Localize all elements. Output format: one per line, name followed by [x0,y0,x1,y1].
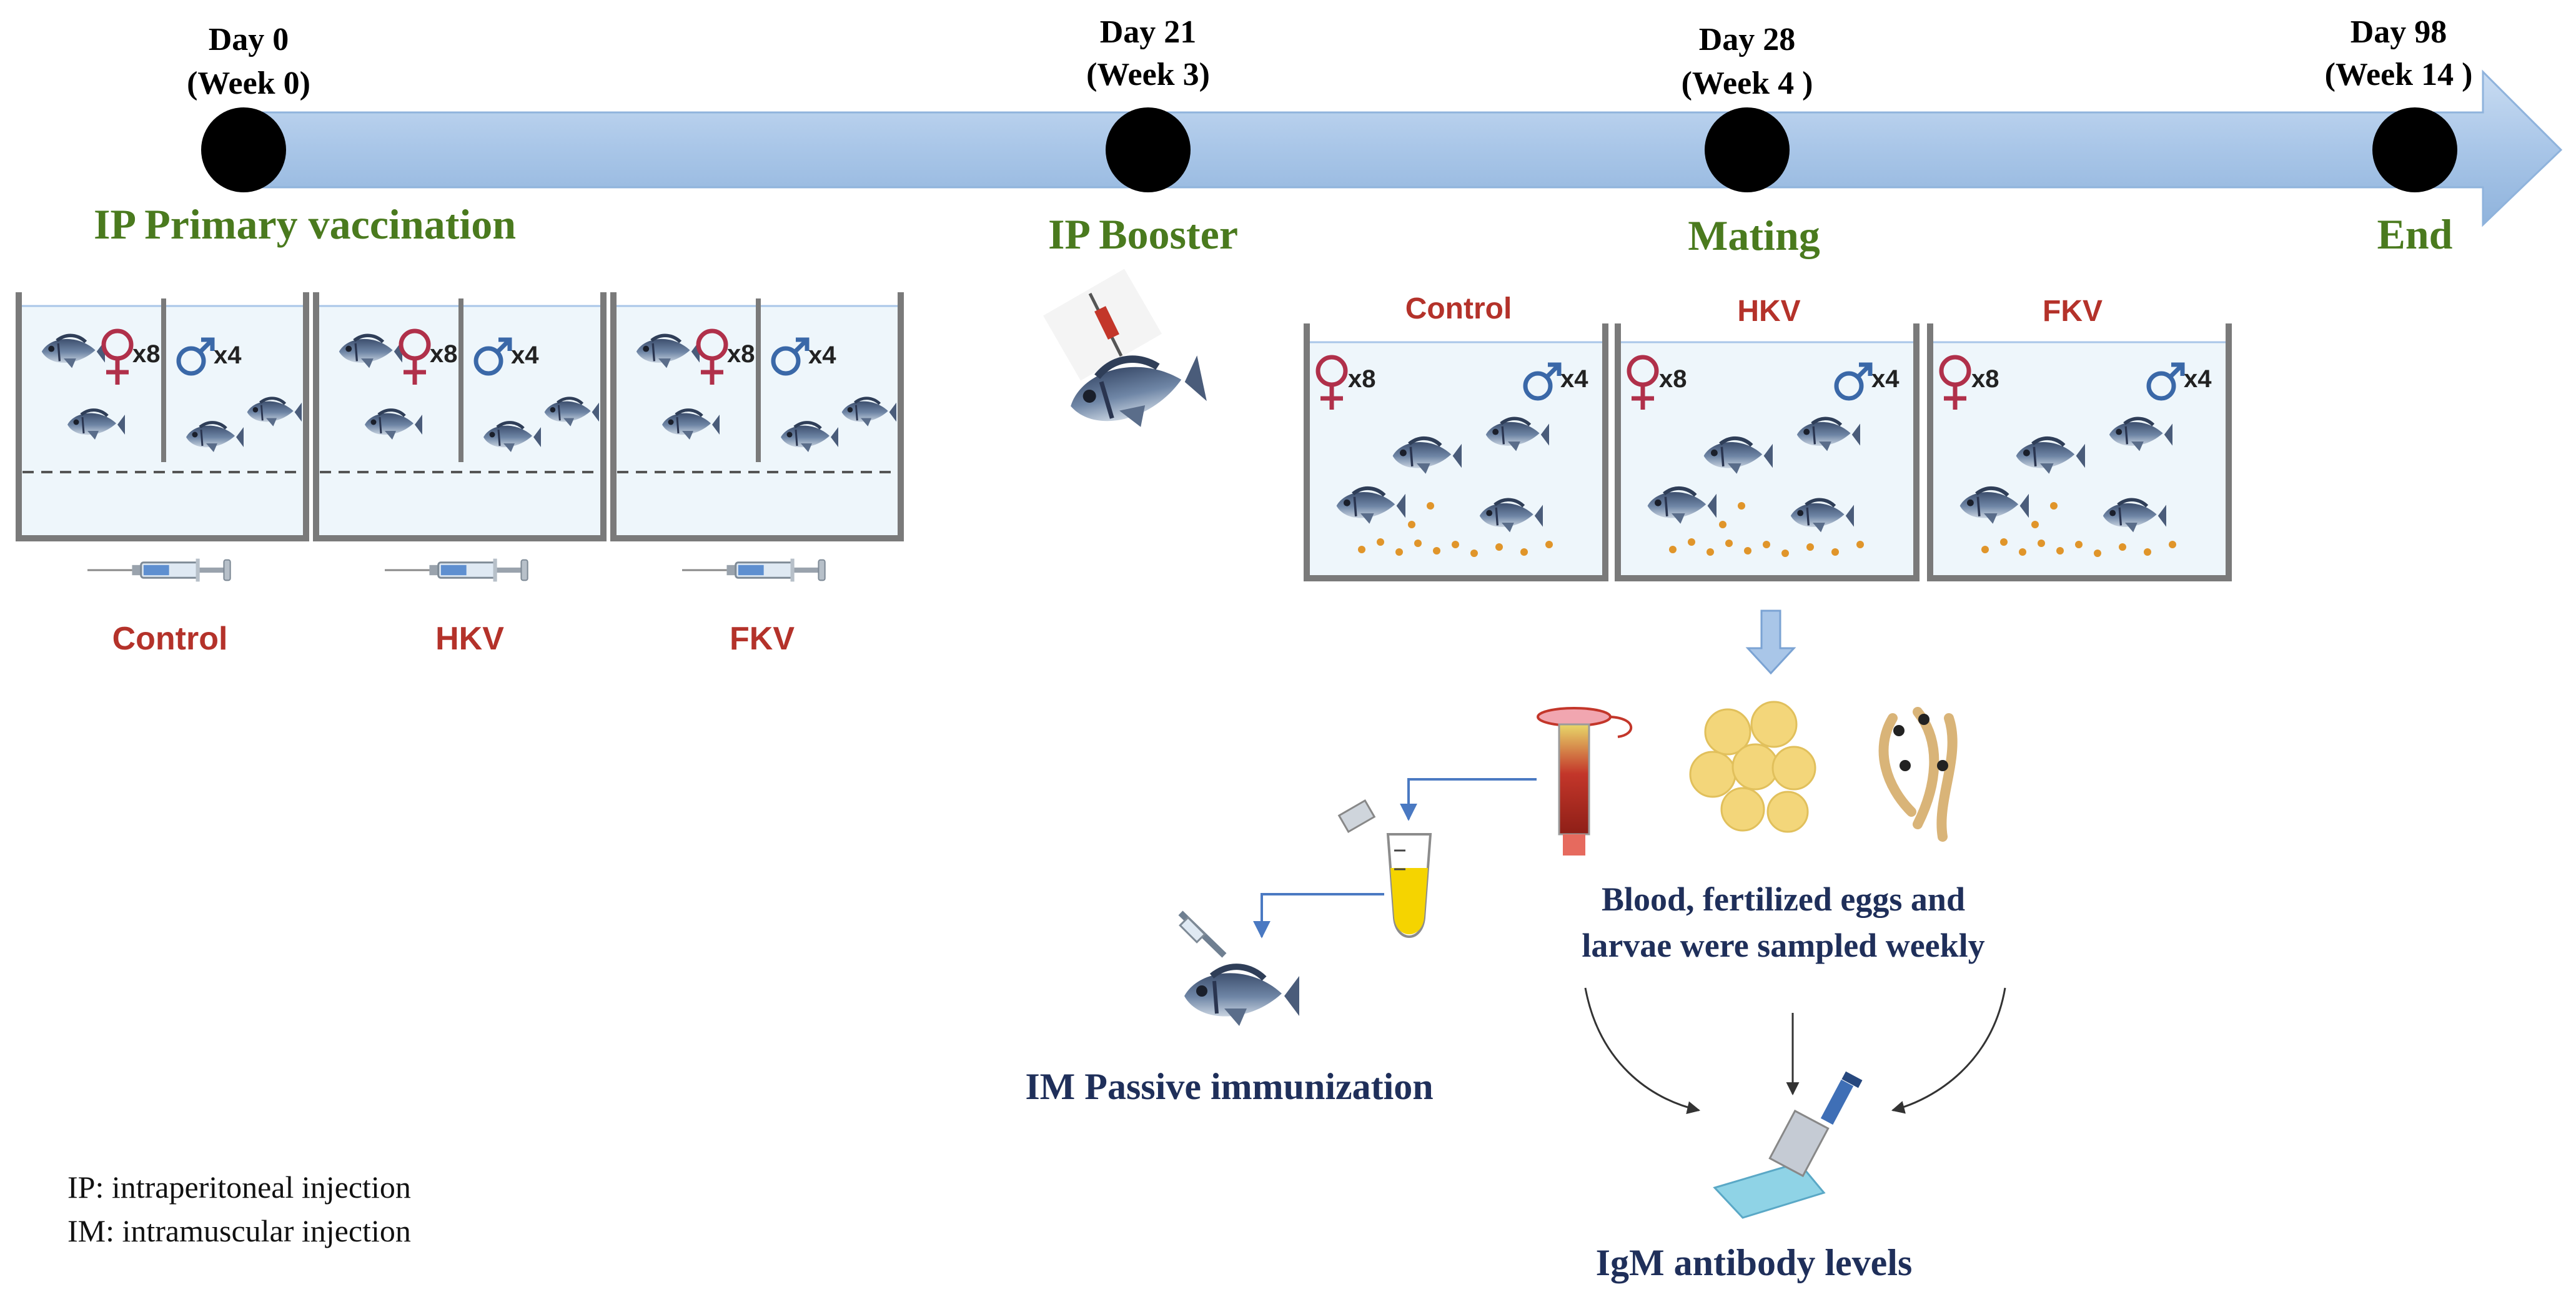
elisa-plate-pipette-icon [1713,1071,1863,1219]
blood-tube-icon [1537,707,1632,856]
igm-antibody-levels-label: IgM antibody levels [1596,1242,1913,1283]
flow-arrow [1253,893,1384,939]
event-label-primary-vaccination: IP Primary vaccination [94,200,516,248]
mating-tank-control [1304,323,1608,581]
legend-im: IM: intramuscular injection [67,1213,411,1248]
event-label-end: End [2377,210,2453,258]
milestone-dot-day28 [1705,107,1790,192]
milestone-dot-day21 [1106,107,1191,192]
flow-arrow [1891,987,2006,1114]
passive-immunization-flow: IM Passive immunization [1025,778,1537,1107]
milestone-day: Day 28 [1699,22,1796,57]
female-count: x8 [430,340,458,368]
fertilized-eggs-icon [1689,701,1816,833]
event-label-mating: Mating [1688,212,1820,259]
mating-group-label-control: Control [1405,292,1512,325]
down-arrow-icon [1745,609,1796,675]
male-count: x4 [2184,365,2212,393]
milestone-week: (Week 14 ) [2325,57,2473,92]
male-count: x4 [1560,365,1588,393]
sampling-caption-line1: Blood, fertilized eggs and [1602,880,1965,918]
female-symbol-icon [1315,355,1971,410]
sampling-caption-line2: larvae were sampled weekly [1582,927,1984,964]
syringe-icon [87,559,230,582]
sample-illustrations: Blood, fertilized eggs and larvae were s… [1537,701,1985,964]
mating-group-label-hkv: HKV [1737,295,1800,328]
igm-result: IgM antibody levels [1584,987,2006,1283]
group-label-control: Control [112,621,228,657]
male-count: x4 [511,342,539,369]
syringe-icon [385,559,528,582]
flow-arrow [1400,778,1537,821]
female-count: x8 [1348,365,1376,393]
milestone-day: Day 98 [2351,14,2447,50]
group-label-hkv: HKV [435,621,504,657]
serum-tube-icon [1337,799,1432,938]
legend-ip: IP: intraperitoneal injection [67,1170,411,1205]
syringe-icon [682,559,825,582]
abbreviation-legend: IP: intraperitoneal injection IM: intram… [67,1170,411,1248]
vaccination-tanks: x8 x4 x8 x4 x8 x4 Control HKV FKV [16,292,904,657]
female-count: x8 [1971,365,1999,393]
milestone-week: (Week 4 ) [1682,66,1813,101]
female-count: x8 [727,340,755,368]
female-count: x8 [132,340,161,368]
group-label-fkv: FKV [730,621,795,657]
milestone-week: (Week 3) [1086,57,1210,92]
larvae-icon [1878,707,1958,842]
male-count: x4 [808,342,836,369]
fish-icon [1184,967,1299,1026]
milestone-week: (Week 0) [187,66,310,101]
mating-tank-fkv [1927,323,2232,581]
male-count: x4 [1871,365,1900,393]
female-count: x8 [1659,365,1687,393]
male-symbol-icon [1523,362,2185,401]
mating-group-label-fkv: FKV [2043,295,2103,328]
mating-tanks: Control HKV FKV x8 x4 [1304,292,2232,581]
male-count: x4 [214,342,242,369]
milestone-day: Day 21 [1100,14,1197,50]
timeline: Day 0 (Week 0) Day 21 (Week 3) Day 28 (W… [94,14,2563,259]
milestone-dot-day98 [2372,107,2457,192]
timeline-arrow [245,69,2563,227]
mating-tank-hkv [1615,323,1920,581]
milestone-dot-day0 [201,107,286,192]
vaccination-tank-hkv [313,292,607,541]
male-symbol-icon [176,337,810,376]
event-label-booster: IP Booster [1048,210,1238,258]
milestone-day: Day 0 [209,22,289,57]
flow-arrow [1584,987,1701,1115]
egg-dots [1358,502,2176,557]
vaccination-tank-fkv [610,292,904,541]
injection-syringe-icon [1178,910,1227,958]
booster-illustration [1043,269,1209,441]
passive-immunization-label: IM Passive immunization [1025,1066,1433,1107]
female-symbol-icon [101,328,728,385]
